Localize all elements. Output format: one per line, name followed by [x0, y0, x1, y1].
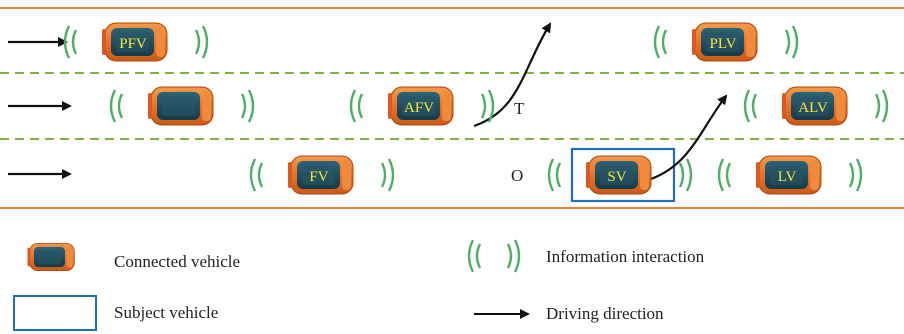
vehicle-fv: FV — [249, 155, 395, 195]
legend-driving-direction-label: Driving direction — [546, 304, 664, 323]
legend-connected-vehicle: Connected vehicle — [27, 242, 240, 272]
vehicle-label-plv: PLV — [710, 36, 737, 52]
wireless-signal-icon — [547, 158, 693, 192]
wireless-signal-icon — [653, 25, 799, 59]
target-point-label: T — [514, 99, 525, 118]
legend-driving-direction: Driving direction — [474, 304, 664, 323]
legend-information-interaction: Information interaction — [467, 239, 705, 273]
wireless-signal-icon — [717, 158, 863, 192]
legend-subject-vehicle: Subject vehicle — [13, 295, 218, 331]
vehicle-label-afv: AFV — [404, 100, 434, 116]
vehicle-label-fv: FV — [309, 169, 328, 185]
wireless-signal-icon — [743, 89, 889, 123]
vehicle-lv: LV — [717, 155, 863, 195]
subject-vehicle-box — [570, 147, 676, 203]
wireless-signal-icon — [109, 89, 255, 123]
legend: Connected vehicle Subject vehicle Inform… — [13, 239, 705, 331]
legend-connected-vehicle-label: Connected vehicle — [114, 252, 240, 271]
afv-lane-change-path — [473, 22, 552, 128]
vehicle-alv: ALV — [743, 86, 889, 126]
wireless-signal-icon — [349, 89, 495, 123]
vehicle-label-lv: LV — [778, 169, 797, 185]
legend-information-interaction-label: Information interaction — [546, 247, 705, 266]
vehicle-sv: SV — [547, 155, 693, 195]
car-topview-icon — [27, 242, 75, 272]
vehicle-label-sv: SV — [607, 169, 626, 185]
legend-subject-vehicle-label: Subject vehicle — [114, 303, 218, 322]
wireless-signal-icon — [249, 158, 395, 192]
vehicle-plv: PLV — [653, 22, 799, 62]
vehicle-unlabeled — [109, 86, 255, 126]
vehicle-label-alv: ALV — [798, 100, 828, 116]
vehicle-label-pfv: PFV — [119, 36, 147, 52]
highlight-box-icon — [13, 295, 97, 331]
vehicle-afv: AFV — [349, 86, 495, 126]
origin-point-label: O — [511, 166, 523, 185]
car-topview-icon — [147, 86, 214, 126]
wireless-signal-icon — [467, 239, 521, 273]
vehicle-pfv: PFV — [63, 22, 209, 62]
wireless-signal-icon — [63, 25, 209, 59]
sv-lane-change-path — [647, 94, 728, 182]
